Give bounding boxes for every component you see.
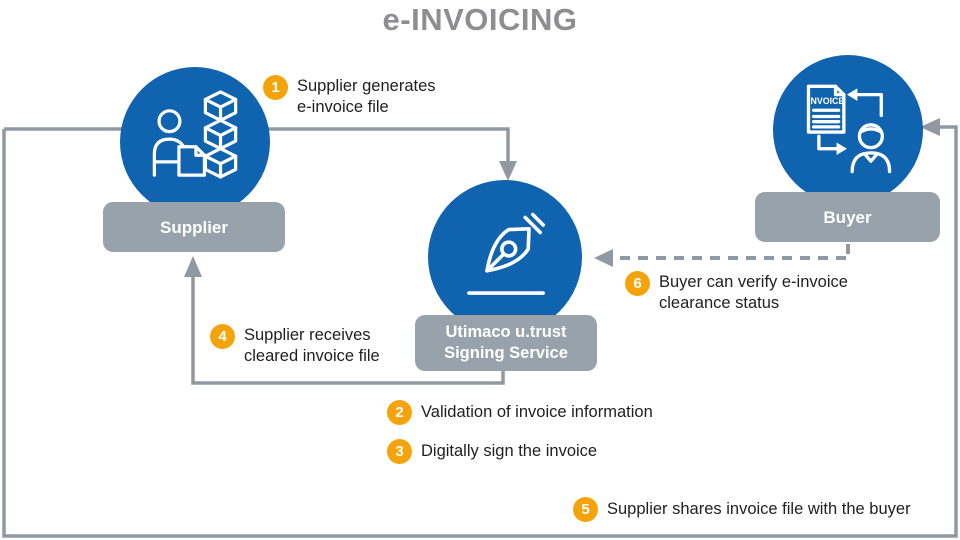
buyer-label: Buyer xyxy=(755,192,940,242)
signing-service-label-line1: Utimaco u.trust xyxy=(445,323,567,341)
signing-service-label: Utimaco u.trust Signing Service xyxy=(415,315,597,371)
step-5: 5 Supplier shares invoice file with the … xyxy=(573,497,911,522)
arrowhead-down-icon xyxy=(499,161,517,181)
step-2-line1: Validation of invoice information xyxy=(421,403,653,421)
step-4-badge: 4 xyxy=(210,324,235,349)
buyer-node-circle: INVOICE xyxy=(773,55,923,205)
supplier-boxes-icon xyxy=(152,90,238,179)
invoice-exchange-icon: INVOICE xyxy=(806,84,892,174)
arrowhead-left-icon xyxy=(920,118,940,136)
step-6: 6 Buyer can verify e-invoice clearance s… xyxy=(625,271,848,314)
step-1-badge: 1 xyxy=(263,75,288,100)
supplier-label-text: Supplier xyxy=(159,217,228,237)
step-3-line1: Digitally sign the invoice xyxy=(421,442,598,460)
step-3: 3 Digitally sign the invoice xyxy=(387,439,597,464)
step-4-line2: cleared invoice file xyxy=(244,347,380,365)
step-6-badge: 6 xyxy=(625,271,650,296)
step-2-badge: 2 xyxy=(387,400,412,425)
step-6-line1: Buyer can verify e-invoice xyxy=(659,273,848,291)
pen-nib-icon xyxy=(467,212,546,295)
step-5-badge: 5 xyxy=(573,497,598,522)
arrowhead-up-icon xyxy=(184,256,202,277)
supplier-label: Supplier xyxy=(103,202,285,252)
step-6-text: Buyer can verify e-invoice clearance sta… xyxy=(659,272,848,314)
arrow-signing-to-supplier xyxy=(191,276,505,385)
step-4-line1: Supplier receives xyxy=(244,326,371,344)
step-1-line2: e-invoice file xyxy=(297,98,389,116)
step-5-line1: Supplier shares invoice file with the bu… xyxy=(607,500,911,518)
signing-service-label-line2: Signing Service xyxy=(444,344,568,362)
arrowhead-left-dashed-icon xyxy=(594,249,613,267)
step-1-line1: Supplier generates xyxy=(297,77,436,95)
step-1: 1 Supplier generates e-invoice file xyxy=(263,75,436,118)
step-3-badge: 3 xyxy=(387,439,412,464)
step-4: 4 Supplier receives cleared invoice file xyxy=(210,324,380,367)
invoice-document-text: INVOICE xyxy=(808,96,844,106)
step-4-text: Supplier receives cleared invoice file xyxy=(244,325,380,367)
step-2: 2 Validation of invoice information xyxy=(387,400,653,425)
page-title: e-INVOICING xyxy=(382,2,578,37)
arrow-supplier-to-buyer-loop xyxy=(2,125,958,538)
buyer-label-text: Buyer xyxy=(823,207,872,227)
step-2-text: Validation of invoice information xyxy=(421,402,653,423)
supplier-node-circle xyxy=(120,67,270,217)
signing-service-node-circle xyxy=(428,180,582,334)
step-1-text: Supplier generates e-invoice file xyxy=(297,76,436,118)
step-6-line2: clearance status xyxy=(659,294,780,312)
step-5-text: Supplier shares invoice file with the bu… xyxy=(607,499,911,520)
step-3-text: Digitally sign the invoice xyxy=(421,441,597,462)
